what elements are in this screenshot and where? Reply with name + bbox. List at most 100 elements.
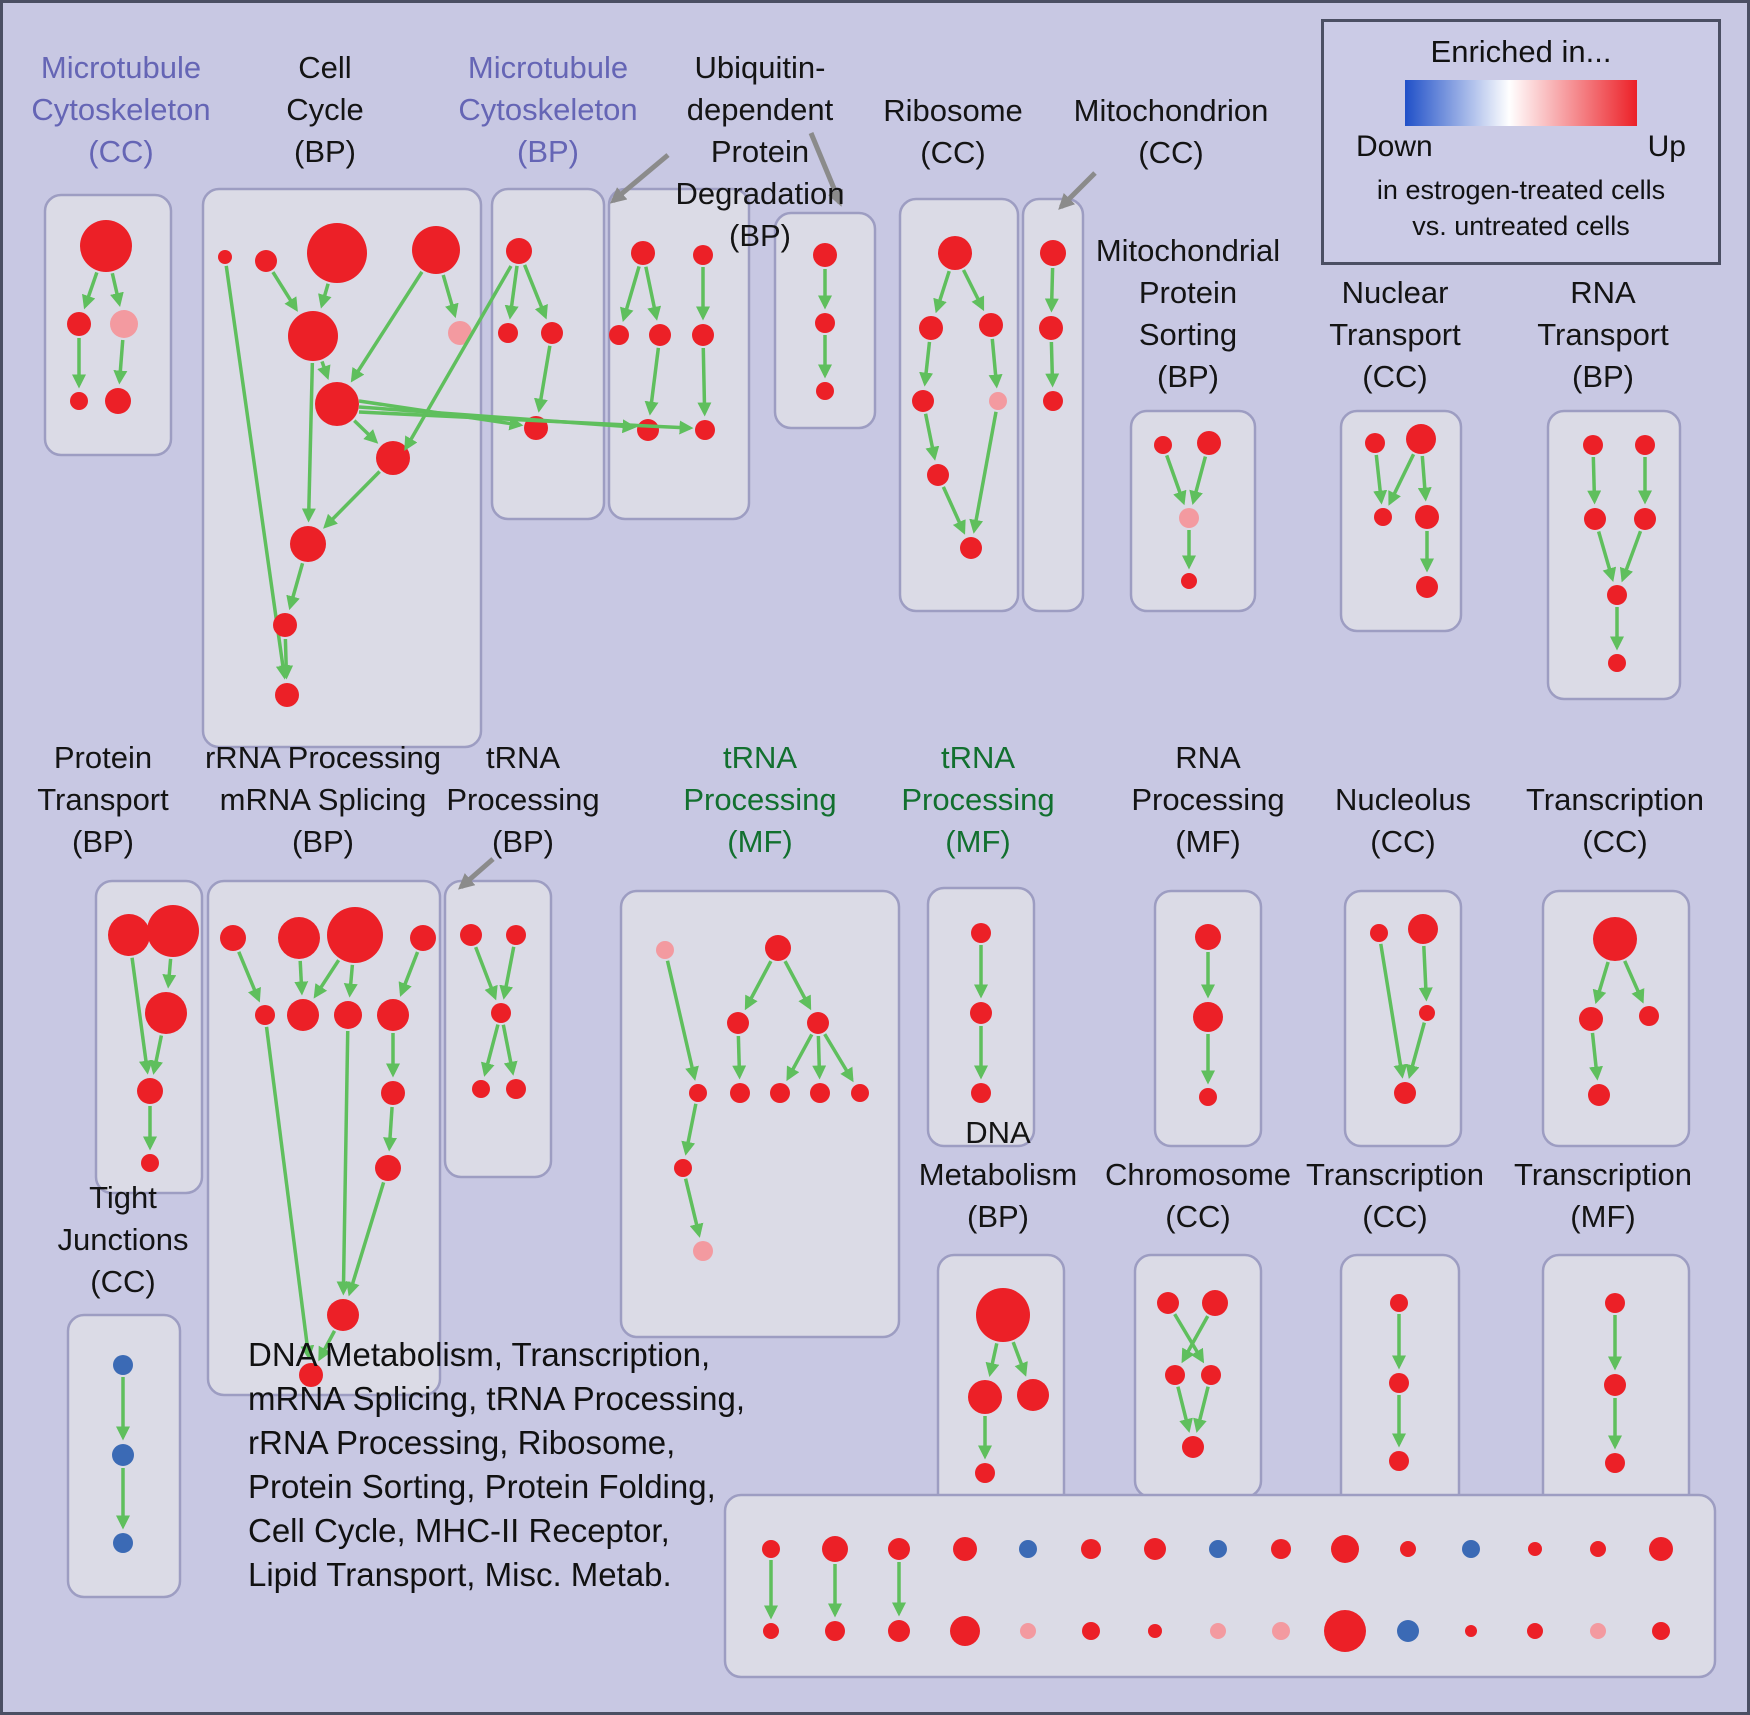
go-term-node [1209, 1540, 1227, 1558]
go-term-node [1017, 1379, 1049, 1411]
cluster-trna-processing-mf-large [619, 889, 901, 1339]
relation-arrow [681, 1103, 698, 1156]
mixed-cluster-description: DNA Metabolism, Transcription, mRNA Spli… [248, 1333, 745, 1597]
relation-arrow [732, 1035, 747, 1080]
relation-arrow [1379, 943, 1408, 1079]
go-term-node [334, 1001, 362, 1029]
relation-arrow [264, 1026, 315, 1360]
go-term-node [674, 1159, 692, 1177]
cluster-box-ubiquitin-degradation-bp-left [607, 187, 751, 521]
go-term-node [506, 1079, 526, 1099]
relation-arrow [279, 638, 294, 680]
go-term-node [110, 310, 138, 338]
cluster-label-transcription-cc-top: Transcription(CC) [1526, 782, 1704, 859]
relation-arrow [474, 946, 498, 1001]
go-term-node [541, 322, 563, 344]
go-term-node [1389, 1373, 1409, 1393]
go-term-node [498, 323, 518, 343]
go-term-node [938, 236, 972, 270]
go-term-node [1179, 508, 1199, 528]
go-term-node [288, 311, 338, 361]
go-term-node [1406, 424, 1436, 454]
go-term-node [1590, 1623, 1606, 1639]
go-term-node [375, 1155, 401, 1181]
go-term-node [327, 1299, 359, 1331]
cluster-box-chromosome-cc [1133, 1253, 1263, 1499]
label-pointer-arrow [457, 857, 495, 890]
go-term-node [822, 1536, 848, 1562]
go-term-node [971, 923, 991, 943]
cluster-dna-metabolism-bp [936, 1253, 1066, 1537]
relation-arrow [318, 1330, 337, 1362]
cluster-trna-processing-bp [443, 879, 553, 1179]
relation-arrow [398, 951, 420, 997]
go-term-node [807, 1012, 829, 1034]
cluster-trna-processing-mf-small [926, 886, 1036, 1148]
relation-arrow [1619, 530, 1643, 583]
go-term-node [491, 1003, 511, 1023]
go-term-node [888, 1620, 910, 1642]
cluster-ubiquitin-degradation-bp-right [773, 211, 877, 430]
go-term-node [1419, 1005, 1435, 1021]
relation-arrow [499, 946, 516, 1000]
cluster-ubiquitin-degradation-bp-left [607, 187, 751, 521]
relation-arrow [1388, 453, 1416, 506]
relation-arrow [969, 411, 998, 534]
relation-arrow [620, 265, 641, 323]
relation-arrow [988, 338, 1003, 389]
go-term-node [1271, 1539, 1291, 1559]
label-pointer-arrow [808, 132, 843, 207]
relation-arrow [346, 1181, 386, 1297]
go-term-node [1193, 1002, 1223, 1032]
go-term-node [1020, 1623, 1036, 1639]
go-term-node [1199, 1088, 1217, 1106]
go-term-node [412, 226, 460, 274]
relation-arrow [823, 1033, 854, 1083]
go-term-node [1389, 1451, 1409, 1471]
relation-arrow [441, 274, 459, 319]
relation-arrow [149, 1035, 164, 1075]
relation-arrow [237, 951, 261, 1003]
go-term-node [1390, 1294, 1408, 1312]
go-term-node [825, 1621, 845, 1641]
description-line: Lipid Transport, Misc. Metab. [248, 1556, 672, 1593]
go-term-node [113, 1355, 133, 1375]
go-term-node [919, 316, 943, 340]
go-term-node [105, 388, 131, 414]
go-term-node [1182, 1436, 1204, 1458]
relation-arrow [113, 339, 128, 385]
go-term-node [1148, 1624, 1162, 1638]
relation-arrow [1589, 1032, 1603, 1081]
relation-arrow [350, 270, 424, 383]
go-term-node [1605, 1293, 1625, 1313]
go-term-node [1607, 585, 1627, 605]
relation-arrow [1044, 267, 1059, 313]
go-term-node [1201, 1365, 1221, 1385]
relation-arrow [522, 264, 548, 320]
go-term-node [815, 313, 835, 333]
cluster-label-transcription-mf: Transcription(MF) [1514, 1157, 1692, 1234]
relation-arrow [358, 410, 694, 435]
description-line: DNA Metabolism, Transcription, [248, 1336, 711, 1373]
relation-arrow [812, 1035, 827, 1080]
relation-arrow [1418, 945, 1433, 1002]
go-term-node [218, 250, 232, 264]
go-term-node [762, 1540, 780, 1558]
relation-arrow [744, 960, 773, 1011]
go-term-node [108, 914, 150, 956]
relation-arrow [1405, 1022, 1427, 1080]
go-term-node [656, 941, 674, 959]
relation-arrow [224, 265, 290, 680]
relation-arrow [533, 345, 552, 413]
go-term-node [307, 223, 367, 283]
go-term-node [1608, 654, 1626, 672]
go-term-node [1416, 576, 1438, 598]
go-term-node [315, 382, 359, 426]
relation-arrow [697, 347, 712, 417]
cluster-mitochondrion-cc [1021, 197, 1085, 613]
description-line: Cell Cycle, MHC-II Receptor, [248, 1512, 670, 1549]
relation-arrow [323, 470, 381, 529]
